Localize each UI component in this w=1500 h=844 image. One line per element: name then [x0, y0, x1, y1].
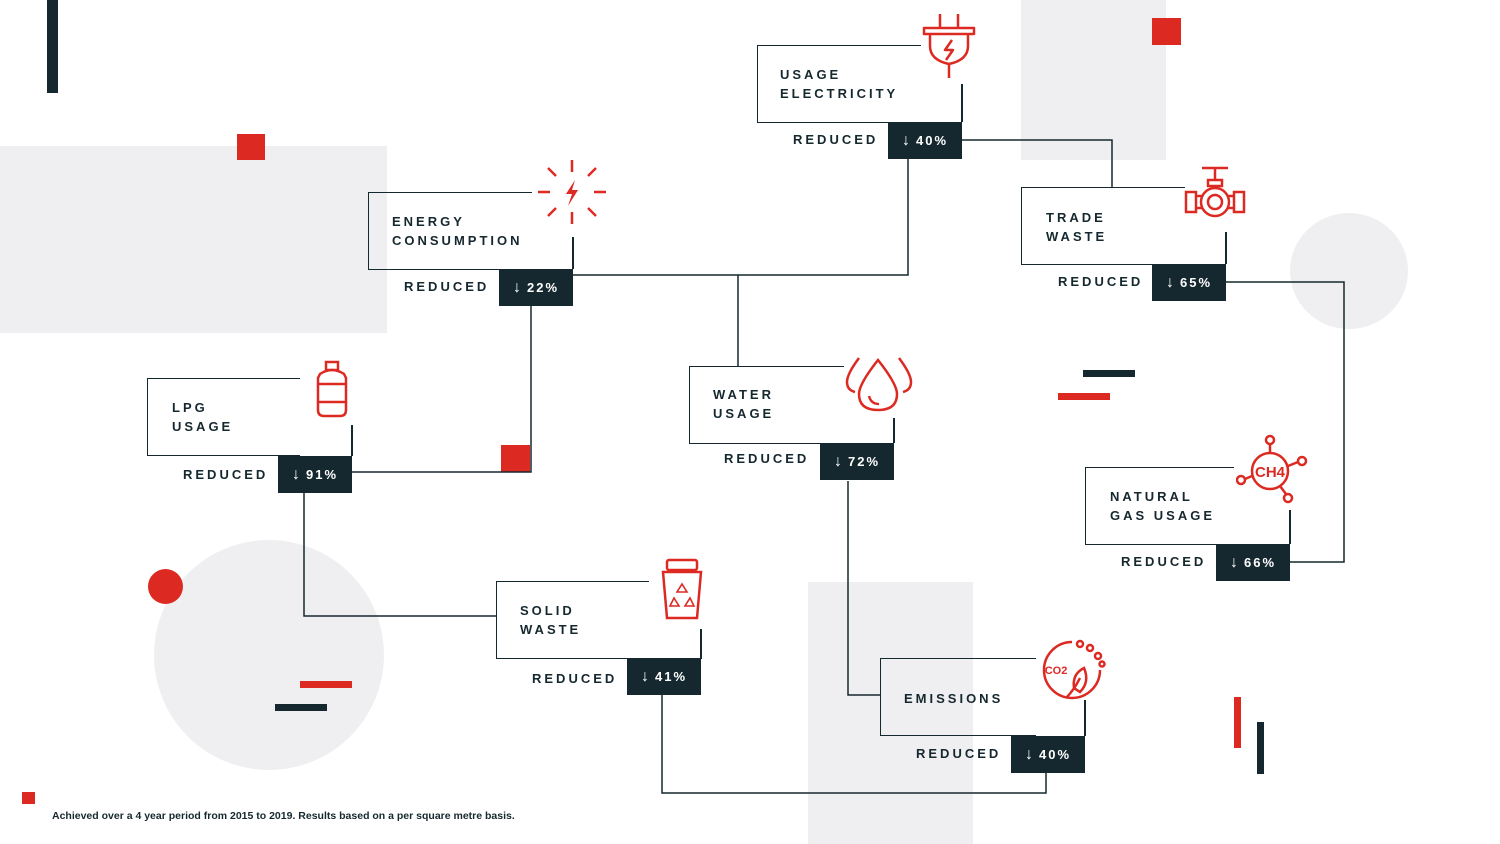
card-title-trade-waste: TRADE WASTE [1046, 210, 1108, 244]
ch4-label: CH4 [1255, 464, 1286, 481]
card-title-emissions: EMISSIONS [904, 691, 1004, 706]
recycle-bin-icon [661, 558, 703, 620]
card-edge [893, 418, 895, 443]
badge-water: ↓ 72% [820, 443, 894, 480]
reduction-value: 40% [1038, 747, 1072, 762]
valve-icon [1184, 166, 1246, 218]
reduced-label-trade-waste: REDUCED [1058, 274, 1144, 289]
card-lpg-usage [147, 378, 300, 456]
reduced-label-electricity: REDUCED [793, 132, 879, 147]
reduction-value: 66% [1243, 555, 1277, 570]
co2-label: CO2 [1045, 665, 1068, 677]
card-usage-electricity [757, 45, 921, 123]
background-circle-left [154, 540, 384, 770]
card-edge [1225, 232, 1227, 264]
reduced-label-emissions: REDUCED [916, 746, 1002, 761]
decor-dash-3 [300, 681, 352, 688]
card-title-usage-electricity: USAGE ELECTRICITY [780, 67, 899, 101]
background-panel-top-right [1021, 0, 1166, 160]
decor-circle-red [148, 569, 183, 604]
card-edge [1084, 700, 1086, 736]
card-water-usage [689, 366, 844, 444]
reduced-label-natural-gas: REDUCED [1121, 554, 1207, 569]
decor-bar-top-left [47, 0, 58, 93]
decor-square-small [22, 792, 35, 804]
down-arrow-icon: ↓ [291, 465, 300, 483]
card-title-energy-consumption: ENERGY CONSUMPTION [392, 214, 523, 248]
down-arrow-icon: ↓ [1229, 553, 1238, 571]
card-title-natural-gas: NATURAL GAS USAGE [1110, 489, 1216, 523]
reduction-value: 41% [654, 669, 688, 684]
down-arrow-icon: ↓ [901, 131, 910, 149]
card-edge [351, 425, 353, 456]
background-panel-left [0, 146, 387, 333]
badge-energy: ↓ 22% [499, 269, 573, 306]
badge-solid-waste: ↓ 41% [627, 658, 701, 695]
decor-square-2 [1152, 18, 1181, 45]
badge-trade-waste: ↓ 65% [1152, 264, 1226, 301]
card-title-lpg-usage: LPG USAGE [172, 400, 234, 434]
reduction-value: 65% [1179, 275, 1213, 290]
card-edge [961, 84, 963, 122]
down-arrow-icon: ↓ [640, 667, 649, 685]
badge-emissions: ↓ 40% [1011, 736, 1085, 773]
card-trade-waste [1021, 187, 1185, 265]
down-arrow-icon: ↓ [1165, 273, 1174, 291]
plug-icon [922, 14, 976, 78]
gas-cylinder-icon [316, 360, 348, 418]
down-arrow-icon: ↓ [512, 278, 521, 296]
reduced-label-energy: REDUCED [404, 279, 490, 294]
decor-square-3 [501, 445, 530, 472]
decor-dash-1 [1083, 370, 1135, 377]
card-natural-gas-usage [1085, 467, 1234, 545]
decor-square-1 [237, 134, 265, 160]
card-edge [700, 629, 702, 659]
water-drops-icon [845, 357, 913, 412]
reduction-value: 91% [305, 467, 339, 482]
reduced-label-solid-waste: REDUCED [532, 671, 618, 686]
down-arrow-icon: ↓ [1024, 745, 1033, 763]
decor-dash-2 [1058, 393, 1110, 400]
card-emissions [880, 658, 1036, 736]
card-edge [1289, 510, 1291, 544]
card-title-solid-waste: SOLID WASTE [520, 603, 582, 637]
card-solid-waste [496, 581, 649, 659]
decor-dash-4 [275, 704, 327, 711]
reduced-label-water: REDUCED [724, 451, 810, 466]
decor-vbar-red [1234, 697, 1241, 748]
footnote: Achieved over a 4 year period from 2015 … [52, 810, 515, 822]
decor-vbar-dark [1257, 722, 1264, 774]
methane-molecule-icon: CH4 [1236, 434, 1308, 504]
background-circle-right [1290, 213, 1408, 329]
reduction-value: 22% [526, 280, 560, 295]
badge-lpg: ↓ 91% [278, 456, 352, 493]
reduction-value: 40% [915, 133, 949, 148]
card-edge [572, 237, 574, 269]
lightning-burst-icon [538, 160, 606, 224]
badge-natural-gas: ↓ 66% [1216, 544, 1290, 581]
reduction-value: 72% [847, 454, 881, 469]
down-arrow-icon: ↓ [833, 452, 842, 470]
card-energy-consumption [368, 192, 532, 270]
badge-electricity: ↓ 40% [888, 122, 962, 159]
reduced-label-lpg: REDUCED [183, 467, 269, 482]
background-panel-bottom-center [808, 582, 973, 844]
card-title-water-usage: WATER USAGE [713, 387, 775, 421]
co2-leaf-icon: CO2 [1042, 639, 1106, 700]
